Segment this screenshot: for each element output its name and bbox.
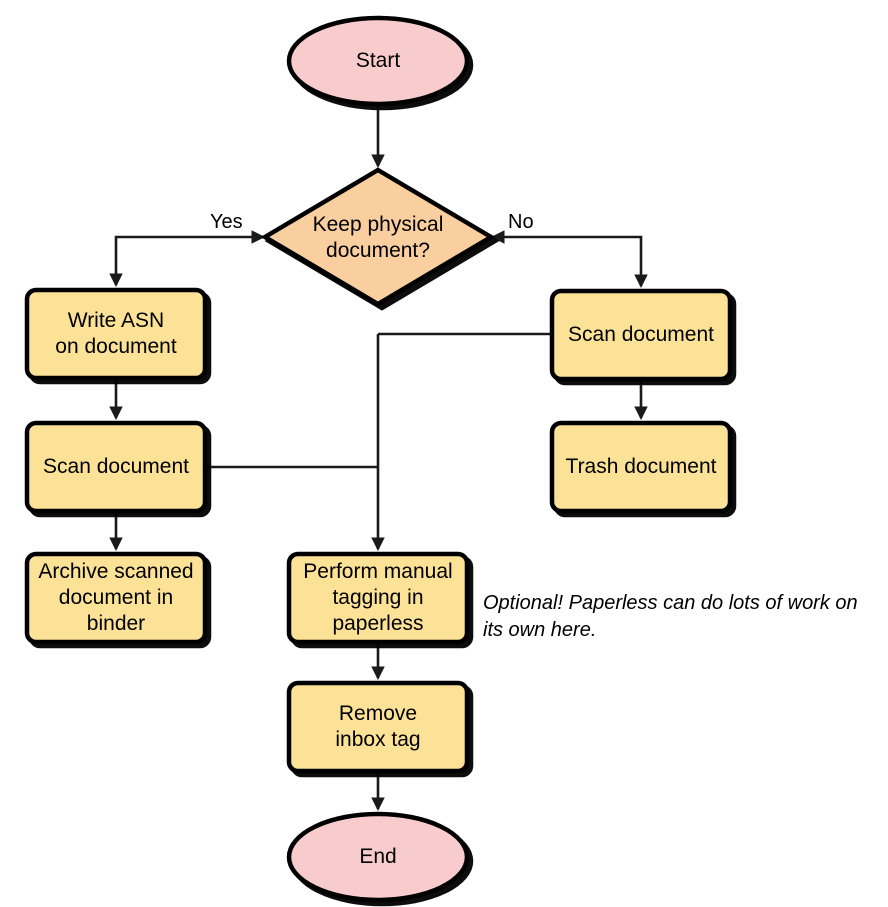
node-archive-in-binder[interactable]	[24, 551, 208, 645]
node-trash-document[interactable]	[549, 420, 733, 514]
node-perform-manual-tagging[interactable]	[286, 551, 470, 645]
node-scan-document-left[interactable]	[24, 420, 208, 514]
node-remove-inbox-tag[interactable]	[286, 680, 470, 774]
edge-label-no: No	[508, 211, 534, 233]
node-end[interactable]	[286, 811, 470, 903]
edge-label-yes: Yes	[210, 211, 243, 233]
edge-decision-yes-to-write-asn	[109, 230, 266, 288]
node-scan-document-right[interactable]	[549, 288, 733, 382]
edge-decision-no-to-scan-right	[490, 230, 648, 289]
node-write-asn[interactable]	[24, 287, 208, 381]
node-start[interactable]	[286, 15, 470, 107]
annotation-optional-note: Optional! Paperless can do lots of work …	[483, 592, 858, 641]
node-keep-physical-document[interactable]	[260, 167, 496, 307]
